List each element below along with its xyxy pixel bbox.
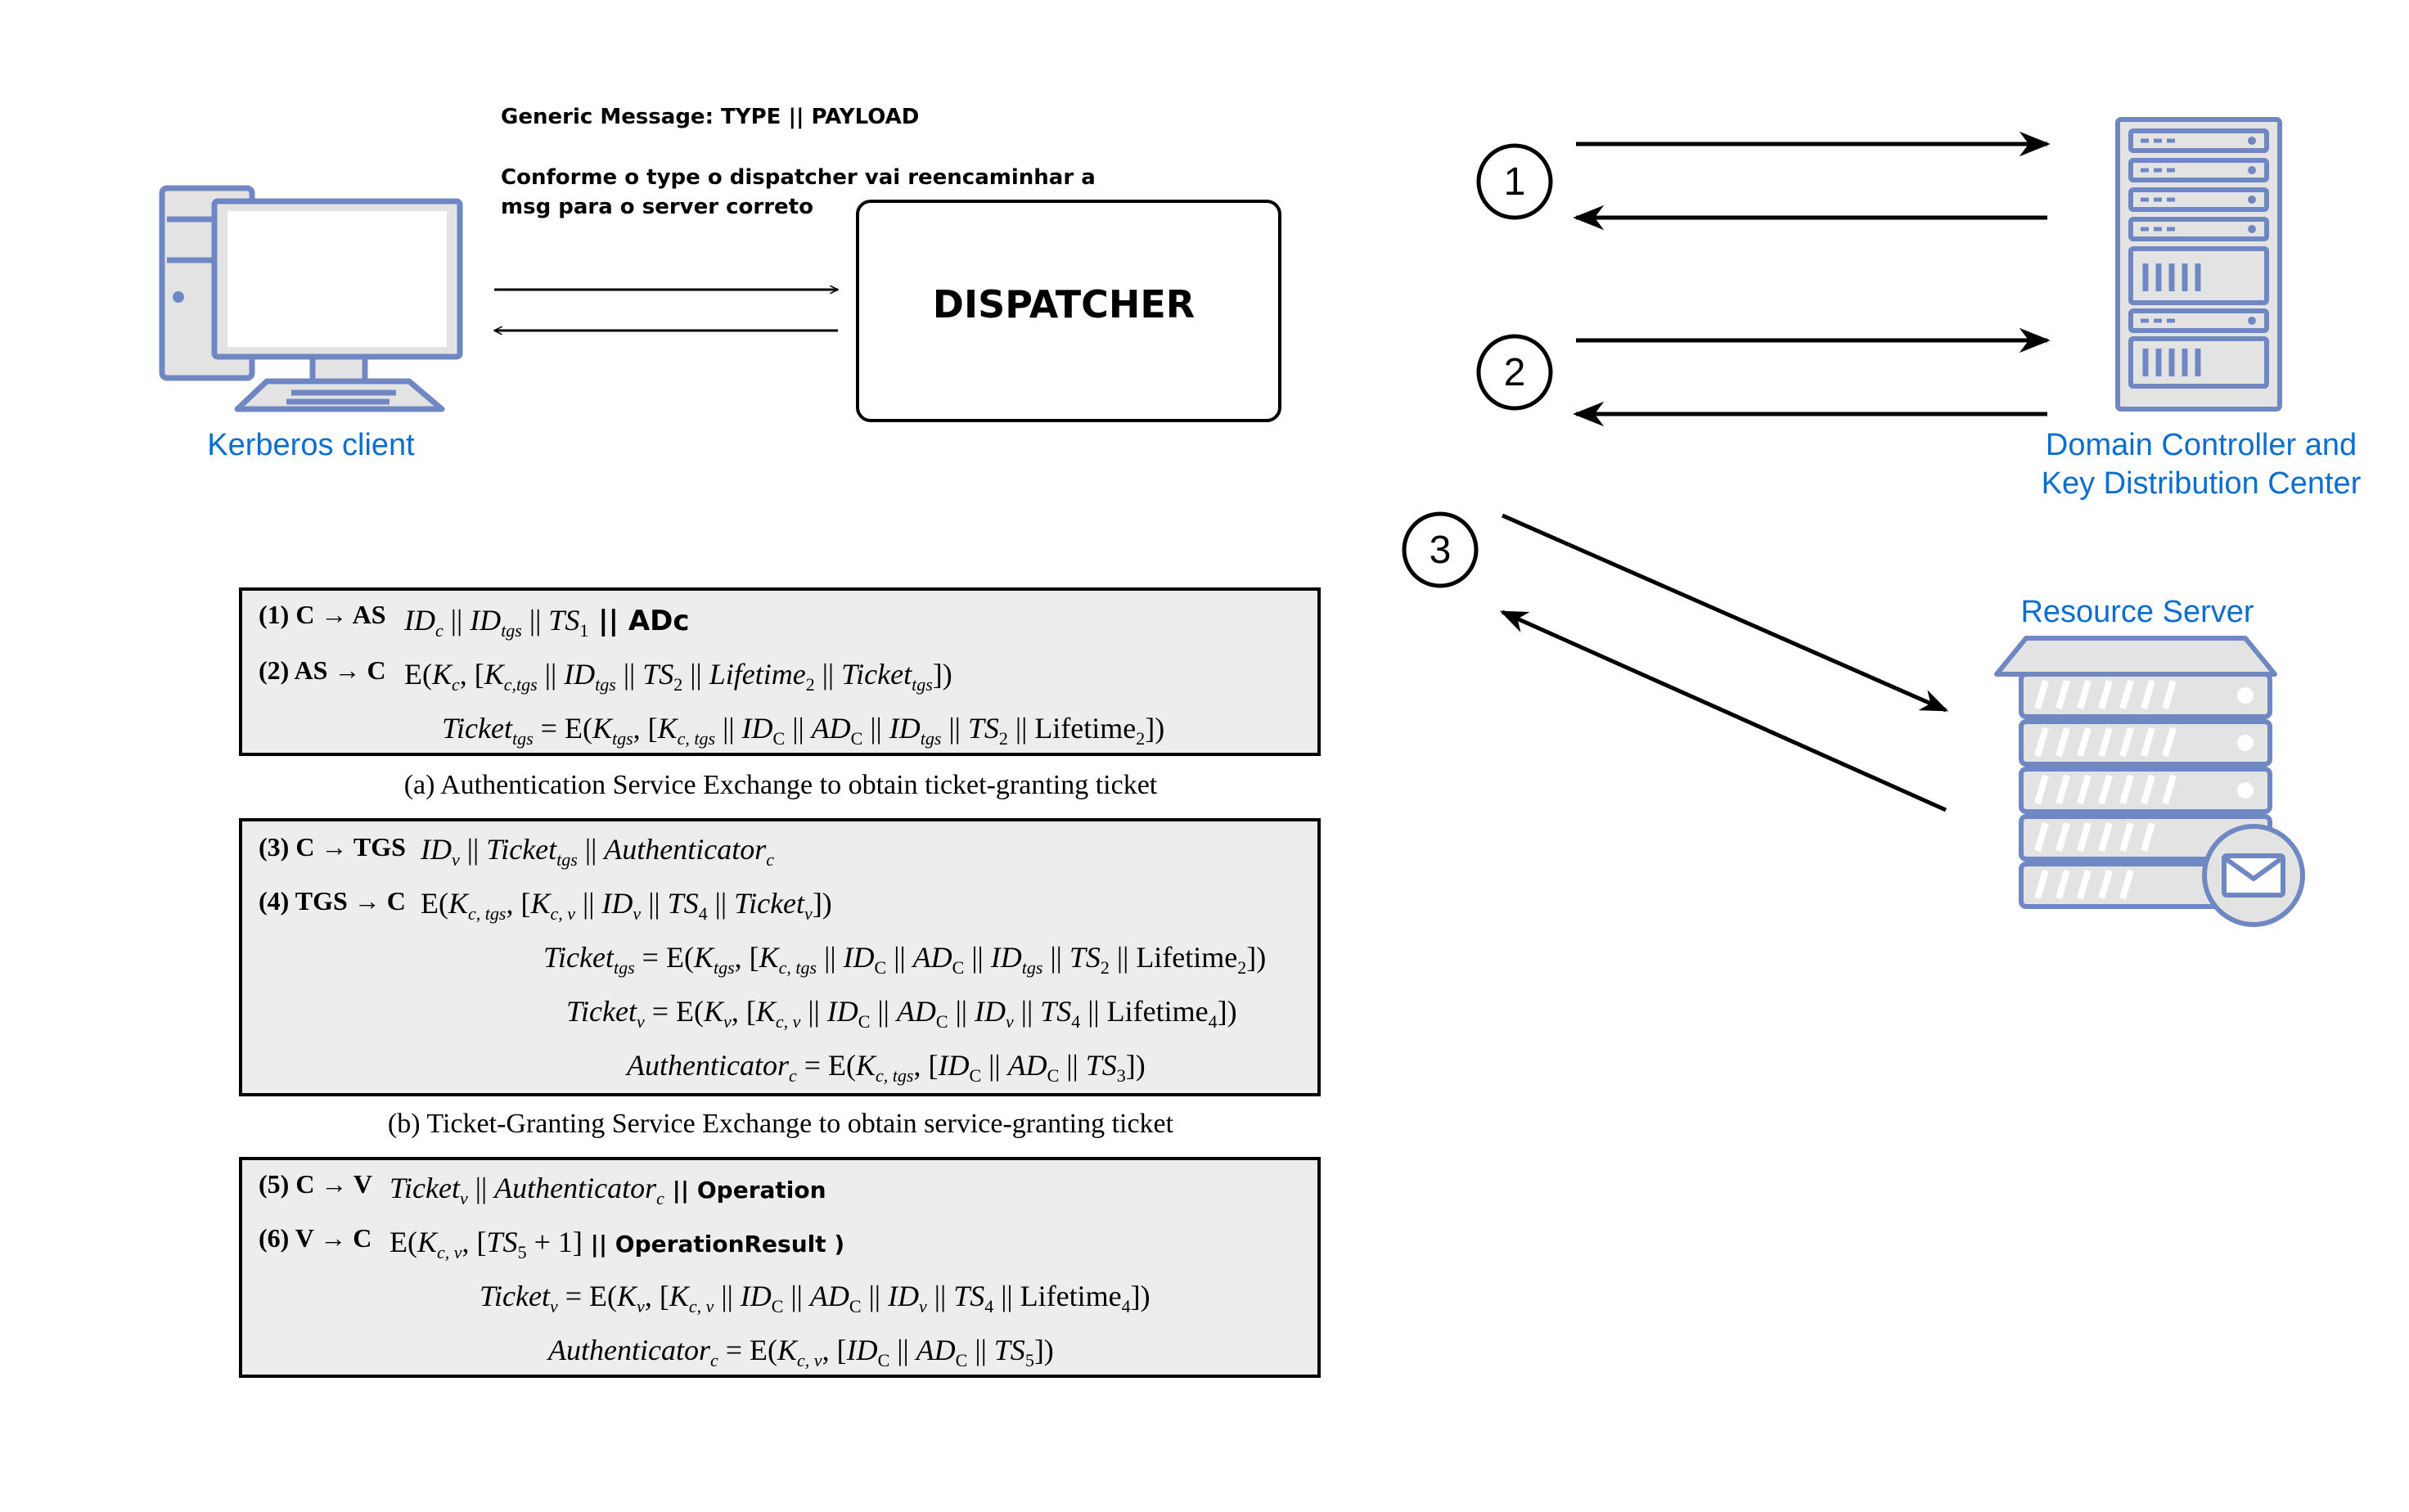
exchange-b-line2-label: (4) TGS → C <box>259 886 406 916</box>
step-2-circle <box>1476 334 1553 411</box>
exchange-b-caption: (b) Ticket-Granting Service Exchange to … <box>388 1109 1174 1139</box>
exchange-b-line3-expr: Tickettgs = E(Ktgs, [Kc, tgs || IDC || A… <box>543 941 1266 978</box>
exchange-c-line1-label: (5) C → V <box>259 1169 372 1199</box>
mail-server-icon <box>1994 636 2305 927</box>
dispatcher-note-line1: Conforme o type o dispatcher vai reencam… <box>501 165 1096 190</box>
exchange-b-line4-expr: Ticketv = E(Kv, [Kc, v || IDC || ADC || … <box>566 995 1237 1032</box>
dispatcher-note-line2: msg para o server correto <box>501 195 813 219</box>
exchange-a-box <box>239 587 1321 756</box>
exchange-c-line3-expr: Ticketv = E(Kv, [Kc, v || IDC || ADC || … <box>480 1280 1150 1316</box>
exchange-a-line2-expr: E(Kc, [Kc,tgs || IDtgs || TS2 || Lifetim… <box>404 658 952 695</box>
dispatcher-box <box>856 200 1281 422</box>
exchange-c-box <box>239 1157 1321 1378</box>
step-1-circle <box>1476 143 1553 220</box>
exchange-a-line1-expr: IDc || IDtgs || TS1 || ADc <box>403 604 690 641</box>
step-3-circle <box>1402 511 1479 588</box>
step-2-number: 2 <box>1504 351 1526 394</box>
exchange-a-caption: (a) Authentication Service Exchange to o… <box>404 770 1158 800</box>
exchange-a-line3-expr: Tickettgs = E(Ktgs, [Kc, tgs || IDC || A… <box>442 712 1164 749</box>
exchange-b-line1-label: (3) C → TGS <box>259 832 406 862</box>
step-3-request-arrow <box>1501 513 1949 713</box>
step-1-number: 1 <box>1504 160 1526 204</box>
exchange-a-line2-label: (2) AS → C <box>259 655 386 685</box>
exchange-b-box <box>239 818 1321 1096</box>
step-3-number: 3 <box>1430 529 1452 572</box>
exchange-c-line1-expr: Ticketv || Authenticatorc || Operation <box>389 1172 826 1208</box>
resource-server-label: Resource Server <box>2020 595 2254 629</box>
exchange-b-line5-expr: Authenticatorc = E(Kc, tgs, [IDC || ADC … <box>625 1049 1146 1086</box>
exchange-b-line1-expr: IDv || Tickettgs || Authenticatorc <box>420 833 774 870</box>
step-3-response-arrow <box>1499 610 1947 812</box>
exchange-c-line2-expr: E(Kc, v, [TS5 + 1] || OperationResult ) <box>389 1226 844 1262</box>
kdc-label-line1: Domain Controller and <box>2046 428 2357 462</box>
exchange-c-line2-label: (6) V → C <box>259 1223 371 1253</box>
dispatcher-label: DISPATCHER <box>933 282 1195 326</box>
kdc-label-line2: Key Distribution Center <box>2042 466 2362 501</box>
client-label: Kerberos client <box>207 428 415 462</box>
exchange-c-line4-expr: Authenticatorc = E(Kc, v, [IDC || ADC ||… <box>547 1334 1054 1370</box>
generic-message-note: Generic Message: TYPE || PAYLOAD <box>501 105 919 129</box>
exchange-a-line1-label: (1) C → AS <box>259 600 386 629</box>
server-rack-icon <box>2115 117 2282 412</box>
exchange-b-line2-expr: E(Kc, tgs, [Kc, v || IDv || TS4 || Ticke… <box>421 887 832 924</box>
desktop-computer-icon <box>159 185 463 412</box>
